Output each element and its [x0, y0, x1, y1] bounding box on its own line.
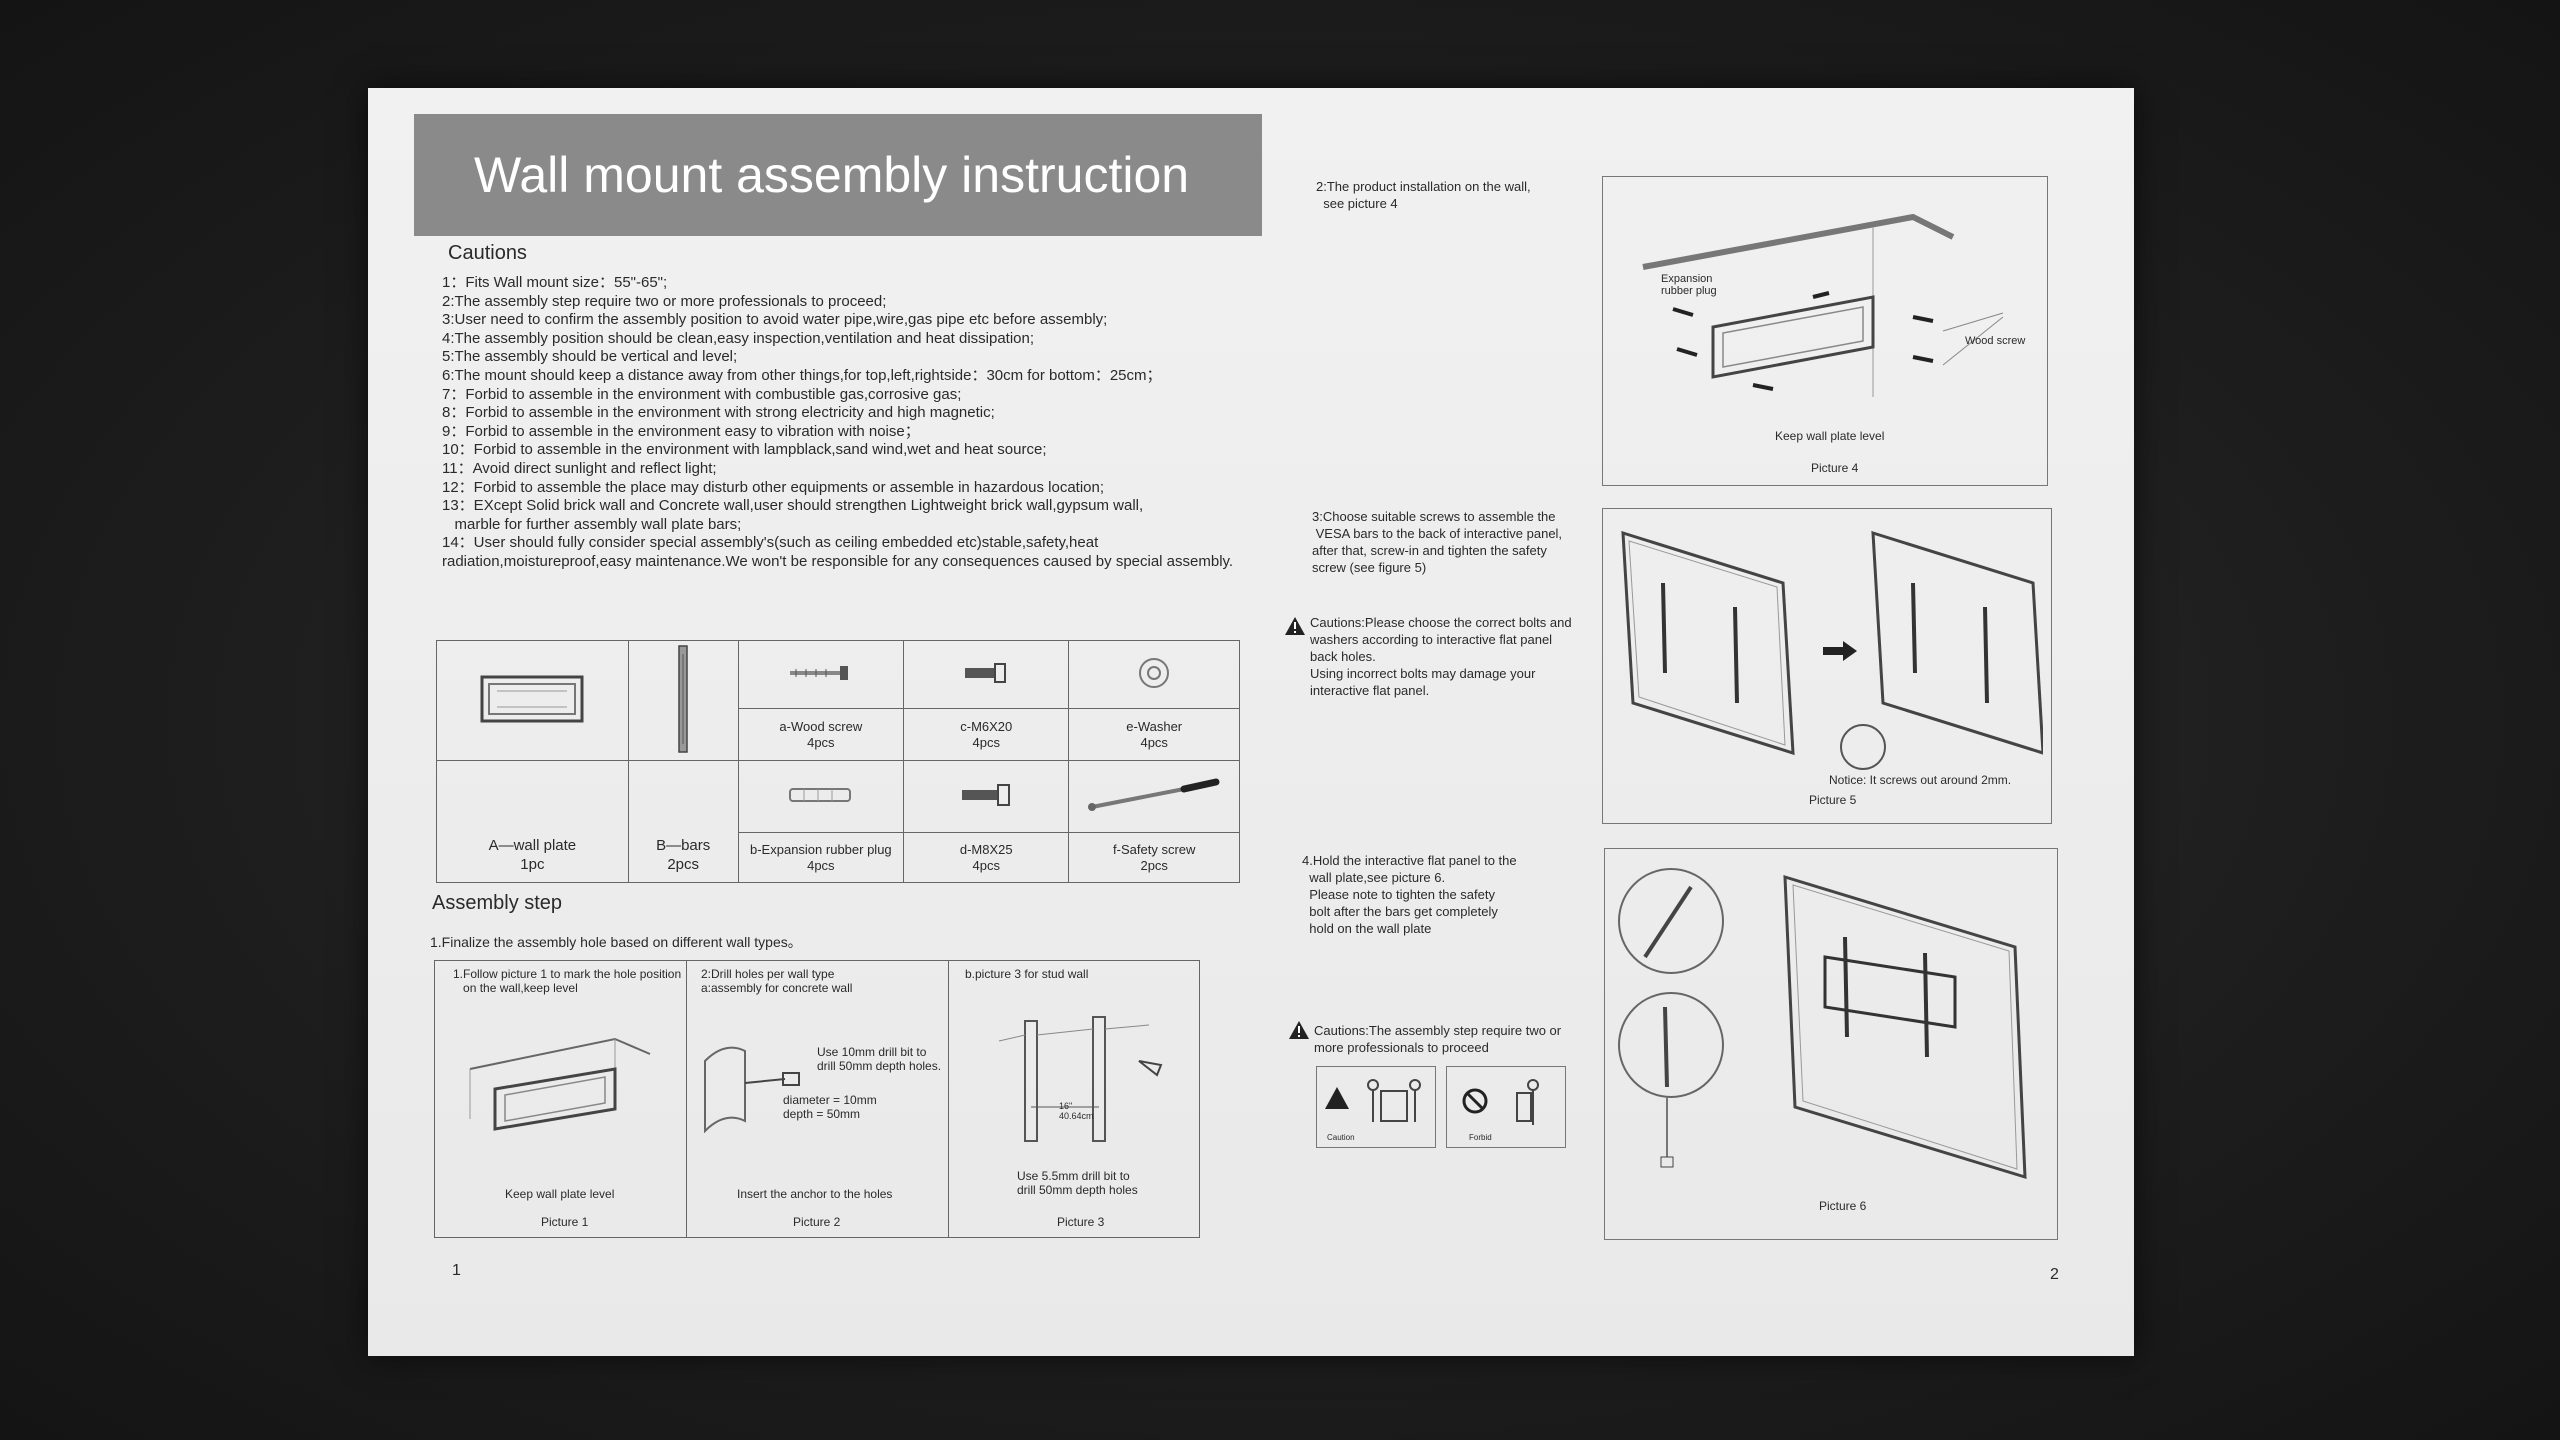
- caution-item: 2:The assembly step require two or more …: [442, 292, 887, 310]
- picture-3-instruction: b.picture 3 for stud wall: [965, 967, 1089, 981]
- forbid-illustration: Forbid: [1446, 1066, 1566, 1148]
- safety-screw-image: [1068, 760, 1240, 833]
- assembly-heading: Assembly step: [432, 892, 563, 914]
- caution-item: 8：Forbid to assemble in the environment …: [442, 404, 995, 422]
- cautions-list: 1：Fits Wall mount size：55"-65"; 2:The as…: [442, 274, 1272, 572]
- picture-6-caption: Picture 6: [1819, 1199, 1867, 1213]
- picture-3-panel: b.picture 3 for stud wall 16"40.64cm Use…: [949, 961, 1201, 1237]
- picture-2-caption: Picture 2: [793, 1215, 841, 1229]
- caution-item: 11：Avoid direct sunlight and reflect lig…: [442, 459, 717, 477]
- plug-icon: [788, 788, 851, 802]
- picture-6-figure: Picture 6: [1604, 848, 2058, 1240]
- step-1-text: 1.Finalize the assembly hole based on di…: [430, 934, 802, 950]
- picture-4-drawing: [1642, 213, 2004, 397]
- step-1-panels: 1.Follow picture 1 to mark the hole posi…: [434, 960, 1200, 1238]
- washer-image: [1068, 640, 1240, 709]
- picture-5-caption: Picture 5: [1809, 793, 1857, 807]
- wall-plate-image: [436, 640, 629, 761]
- caution-illustration: Caution: [1316, 1066, 1436, 1148]
- bars-image: [627, 640, 739, 761]
- picture-3-note: Use 5.5mm drill bit to drill 50mm depth …: [1017, 1169, 1138, 1197]
- picture-2-drill-note: Use 10mm drill bit to drill 50mm depth h…: [817, 1045, 942, 1073]
- instruction-sheet: Wall mount assembly instruction Cautions…: [368, 88, 2134, 1356]
- picture-1-note: Keep wall plate level: [505, 1187, 615, 1201]
- picture-2-instruction: 2:Drill holes per wall type a:assembly f…: [701, 967, 853, 995]
- picture-2-panel: 2:Drill holes per wall type a:assembly f…: [687, 961, 949, 1237]
- caution-item: 6:The mount should keep a distance away …: [442, 366, 1162, 384]
- caution-item: 14：User should fully consider special as…: [442, 534, 1234, 570]
- notice-text: Notice: It screws out around 2mm.: [1829, 773, 2012, 787]
- plug-image: [737, 760, 905, 833]
- safety-screw-icon: [1088, 778, 1220, 811]
- forbid-icon: [1462, 1079, 1539, 1125]
- stud-spacing-label: 16"40.64cm: [1059, 1101, 1094, 1121]
- warning-icon: [1288, 1020, 1310, 1045]
- picture-1-caption: Picture 1: [541, 1215, 589, 1229]
- picture-4-caption: Picture 4: [1811, 461, 1859, 475]
- caution-item: 10：Forbid to assemble in the environment…: [442, 441, 1047, 459]
- forbid-label: Forbid: [1469, 1133, 1492, 1142]
- bar-icon: [678, 645, 688, 753]
- two-person-lift-icon: [1325, 1079, 1421, 1122]
- picture-2-drawing: [704, 1046, 800, 1134]
- wall-plate-icon: [480, 675, 584, 723]
- picture-6-drawing: [1618, 868, 2027, 1180]
- page-title: Wall mount assembly instruction: [474, 147, 1190, 203]
- wood-screw-image: [737, 640, 905, 709]
- bolt-icon: [965, 663, 1007, 683]
- caution-bolts-text: Cautions:Please choose the correct bolts…: [1310, 615, 1572, 698]
- step-2-text: 2:The product installation on the wall, …: [1316, 179, 1531, 211]
- bolt-icon: [962, 784, 1011, 806]
- picture-3-caption: Picture 3: [1057, 1215, 1105, 1229]
- picture-1-panel: 1.Follow picture 1 to mark the hole posi…: [435, 961, 687, 1237]
- picture-1-drawing: [469, 1037, 651, 1131]
- page-number-left: 1: [452, 1262, 461, 1279]
- title-banner: Wall mount assembly instruction: [414, 114, 1262, 236]
- caution-item: 4:The assembly position should be clean,…: [442, 329, 1035, 347]
- m6-bolt-image: [903, 640, 1070, 709]
- picture-3-drawing: [998, 1016, 1163, 1142]
- wood-screw-label: Wood screw: [1965, 335, 2026, 347]
- caution-item: 7：Forbid to assemble in the environment …: [442, 385, 962, 403]
- caution-item: 5:The assembly should be vertical and le…: [442, 348, 738, 366]
- picture-1-instruction: 1.Follow picture 1 to mark the hole posi…: [453, 967, 682, 995]
- caution-label: Caution: [1327, 1133, 1355, 1142]
- caution-professionals-text: Cautions:The assembly step require two o…: [1314, 1023, 1562, 1055]
- expansion-plug-label: Expansion rubber plug: [1661, 273, 1717, 297]
- cautions-heading: Cautions: [448, 242, 527, 264]
- picture-2-dimensions: diameter = 10mm depth = 50mm: [783, 1093, 877, 1121]
- washer-icon: [1139, 658, 1170, 688]
- caution-item: 13：EXcept Solid brick wall and Concrete …: [442, 497, 1144, 533]
- m8-bolt-image: [903, 760, 1070, 833]
- caution-item: 12：Forbid to assemble the place may dist…: [442, 478, 1105, 496]
- step-4-text: 4.Hold the interactive flat panel to the…: [1302, 853, 1517, 936]
- wood-screw-icon: [789, 666, 848, 680]
- warning-icon: [1284, 616, 1306, 641]
- picture-4-figure: Expansion rubber plug Wood screw Keep wa…: [1602, 176, 2048, 486]
- picture-5-drawing: [1621, 530, 2043, 770]
- caution-item: 9：Forbid to assemble in the environment …: [442, 422, 920, 440]
- caution-item: 1：Fits Wall mount size：55"-65";: [442, 274, 668, 291]
- keep-level-label: Keep wall plate level: [1775, 429, 1885, 443]
- picture-2-note: Insert the anchor to the holes: [737, 1187, 893, 1201]
- picture-5-figure: Notice: It screws out around 2mm. Pictur…: [1602, 508, 2052, 824]
- page-number-right: 2: [2050, 1266, 2059, 1283]
- caution-item: 3:User need to confirm the assembly posi…: [442, 311, 1108, 329]
- step-3-text: 3:Choose suitable screws to assemble the…: [1312, 509, 1563, 575]
